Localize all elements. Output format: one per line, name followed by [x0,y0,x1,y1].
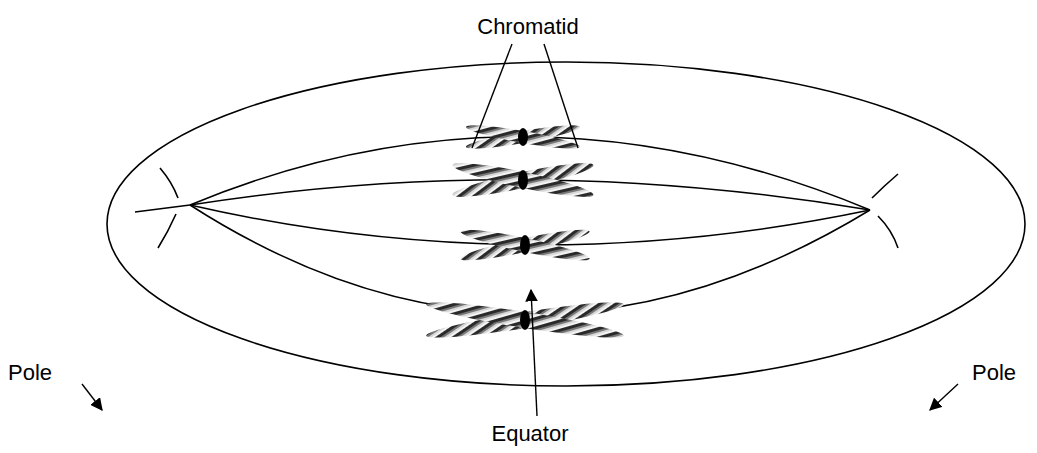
pole-label: Pole [8,360,52,385]
spindle-fibres [190,137,870,314]
equator-label: Equator [491,421,568,446]
chromosomes [425,121,625,344]
leader-lines [82,44,958,416]
chromatid-label: Chromatid [477,14,578,39]
pole-label: Pole [972,360,1016,385]
